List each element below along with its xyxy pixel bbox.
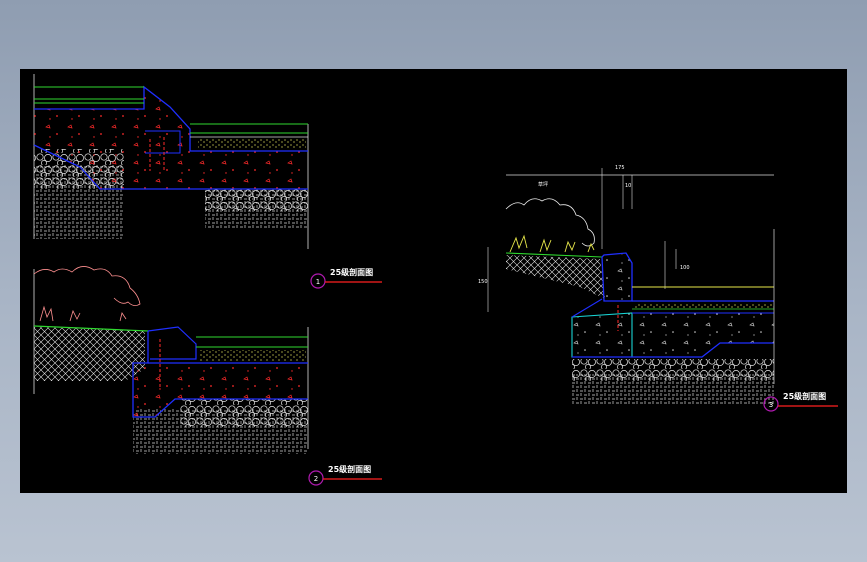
concrete-slab — [632, 313, 774, 357]
section-3-drawing: 175 草坪 10 150 100 — [478, 165, 775, 404]
section-2-label: 2 25级剖面图 — [308, 464, 382, 486]
slab-top-line — [571, 298, 774, 318]
curb-foundation — [571, 312, 633, 358]
shrub-outline — [33, 266, 141, 306]
top-outline — [34, 85, 308, 152]
sand-layer — [198, 139, 306, 149]
curb-stone — [601, 252, 633, 302]
section-title: 25级剖面图 — [783, 391, 826, 401]
section-1-label: 1 25级剖面图 — [310, 267, 382, 289]
label-circle — [763, 396, 779, 412]
dim-height-right: 100 — [680, 265, 690, 271]
grass-line — [505, 252, 603, 258]
section-1-drawing — [33, 74, 309, 249]
section-2-drawing — [33, 266, 309, 454]
soil-cross-hatch — [34, 327, 145, 381]
sand-layer — [634, 303, 774, 309]
section-title: 25级剖面图 — [328, 464, 371, 474]
stone-base-right — [205, 189, 308, 211]
grass-tufts — [509, 234, 595, 253]
plant-strokes — [39, 305, 127, 322]
section-drawing: 1 25级剖面图 2 25级剖面图 — [33, 74, 838, 486]
dim-small: 10 — [625, 183, 631, 189]
curb-outline — [147, 326, 197, 360]
section-3-label: 3 25级剖面图 — [763, 391, 838, 412]
soil-hatch — [572, 374, 774, 404]
section-number: 1 — [316, 278, 320, 286]
concrete-body — [133, 365, 308, 417]
section-number: 2 — [314, 475, 318, 483]
section-number: 3 — [769, 401, 773, 409]
grass-line — [33, 325, 149, 332]
dim-height-left: 150 — [478, 279, 488, 285]
label-circle — [310, 273, 326, 289]
slab-bottom-line — [572, 342, 774, 358]
concrete-body — [34, 87, 308, 189]
label-circle — [308, 470, 324, 486]
stone-base — [180, 399, 308, 427]
sand-layer — [200, 350, 306, 361]
shrub-outline — [505, 198, 595, 247]
dim-left-label: 草坪 — [538, 181, 548, 188]
curb-inner — [145, 130, 181, 154]
dim-top: 175 — [615, 165, 625, 171]
cad-drawing-area: 1 25级剖面图 2 25级剖面图 — [20, 69, 847, 493]
soil-cross-hatch — [506, 255, 605, 299]
section-title: 25级剖面图 — [330, 267, 373, 277]
bottom-outline — [33, 144, 308, 190]
